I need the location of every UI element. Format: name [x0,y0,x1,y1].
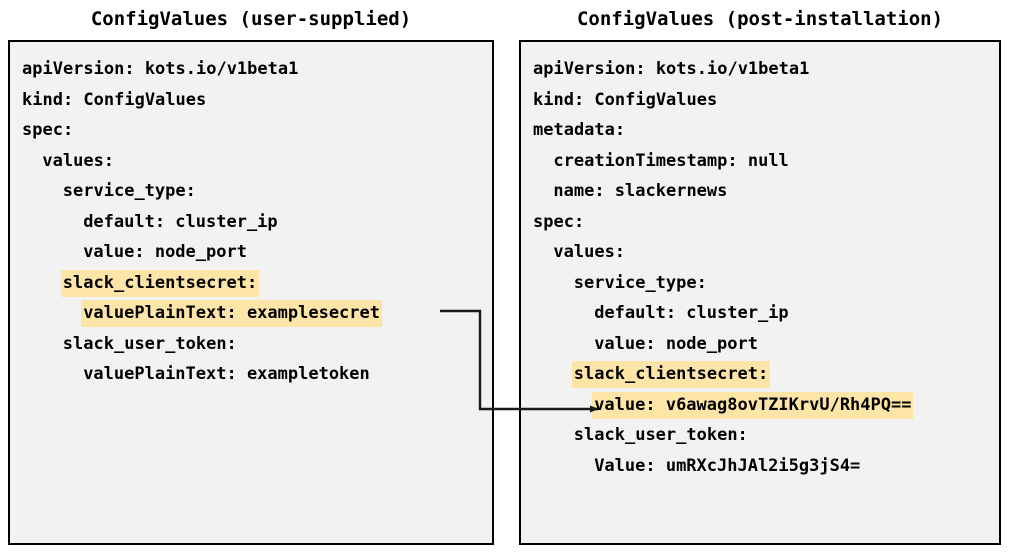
code-line: valuePlainText: exampletoken [22,359,492,390]
code-line: slack_user_token: [22,329,492,360]
panel-title-post-installation: ConfigValues (post-installation) [576,8,944,30]
code-text: metadata: [533,120,626,140]
code-line: slack_clientsecret: [533,359,999,390]
code-block-user-supplied: apiVersion: kots.io/v1beta1 kind: ConfigV… [22,54,492,390]
code-line: kind: ConfigValues [22,85,492,116]
code-text: slack_user_token: [573,425,748,445]
code-text: valuePlainText: exampletoken [83,364,370,384]
code-line: name: slackernews [533,176,999,207]
code-text: spec: [533,211,585,232]
code-line: default: cluster_ip [533,298,999,329]
code-text: default: cluster_ip [83,211,278,232]
code-text-highlighted: value: v6awag8ovTZIKrvU/Rh4PQ== [594,391,912,419]
code-text-highlighted: slack_clientsecret: [62,269,258,297]
config-values-user-supplied-panel: apiVersion: kots.io/v1beta1 kind: ConfigV… [8,40,494,545]
code-text: apiVersion: kots.io/v1beta1 [533,59,810,79]
config-values-post-installation-panel: apiVersion: kots.io/v1beta1 kind: ConfigV… [519,40,1001,545]
code-text: spec: [22,120,74,140]
code-text: value: node_port [83,242,247,262]
code-line: value: v6awag8ovTZIKrvU/Rh4PQ== [533,390,999,421]
code-line: slack_clientsecret: [22,268,492,299]
code-line: spec: [22,115,492,146]
code-line: metadata: [533,115,999,146]
code-text: service_type: [573,272,707,293]
code-block-post-installation: apiVersion: kots.io/v1beta1 kind: ConfigV… [533,54,999,481]
code-text: creationTimestamp: null [553,150,789,171]
code-line: valuePlainText: examplesecret [22,298,492,329]
panel-title-user-supplied: ConfigValues (user-supplied) [90,8,412,30]
code-text: values: [42,150,115,171]
code-text: value: node_port [594,333,758,354]
code-line: kind: ConfigValues [533,85,999,116]
code-text-highlighted: slack_clientsecret: [573,361,769,388]
code-line: value: node_port [533,329,999,360]
code-text: Value: umRXcJhJAl2i5g3jS4= [594,455,861,476]
code-text: name: slackernews [553,181,728,201]
code-line: apiVersion: kots.io/v1beta1 [533,54,999,85]
code-line: values: [22,146,492,177]
code-line: creationTimestamp: null [533,146,999,177]
code-line: slack_user_token: [533,420,999,451]
code-line: value: node_port [22,237,492,268]
code-line: values: [533,237,999,268]
code-line: default: cluster_ip [22,207,492,238]
code-text: kind: ConfigValues [533,89,718,110]
code-text-highlighted: valuePlainText: examplesecret [83,300,380,327]
code-text: apiVersion: kots.io/v1beta1 [22,59,299,79]
code-line: service_type: [533,268,999,299]
code-text: default: cluster_ip [594,303,789,323]
code-line: apiVersion: kots.io/v1beta1 [22,54,492,85]
code-text: service_type: [62,181,196,201]
code-text: kind: ConfigValues [22,89,207,110]
code-text: values: [553,242,626,262]
code-line: Value: umRXcJhJAl2i5g3jS4= [533,451,999,482]
code-text: slack_user_token: [62,333,237,354]
code-line: service_type: [22,176,492,207]
code-line: spec: [533,207,999,238]
